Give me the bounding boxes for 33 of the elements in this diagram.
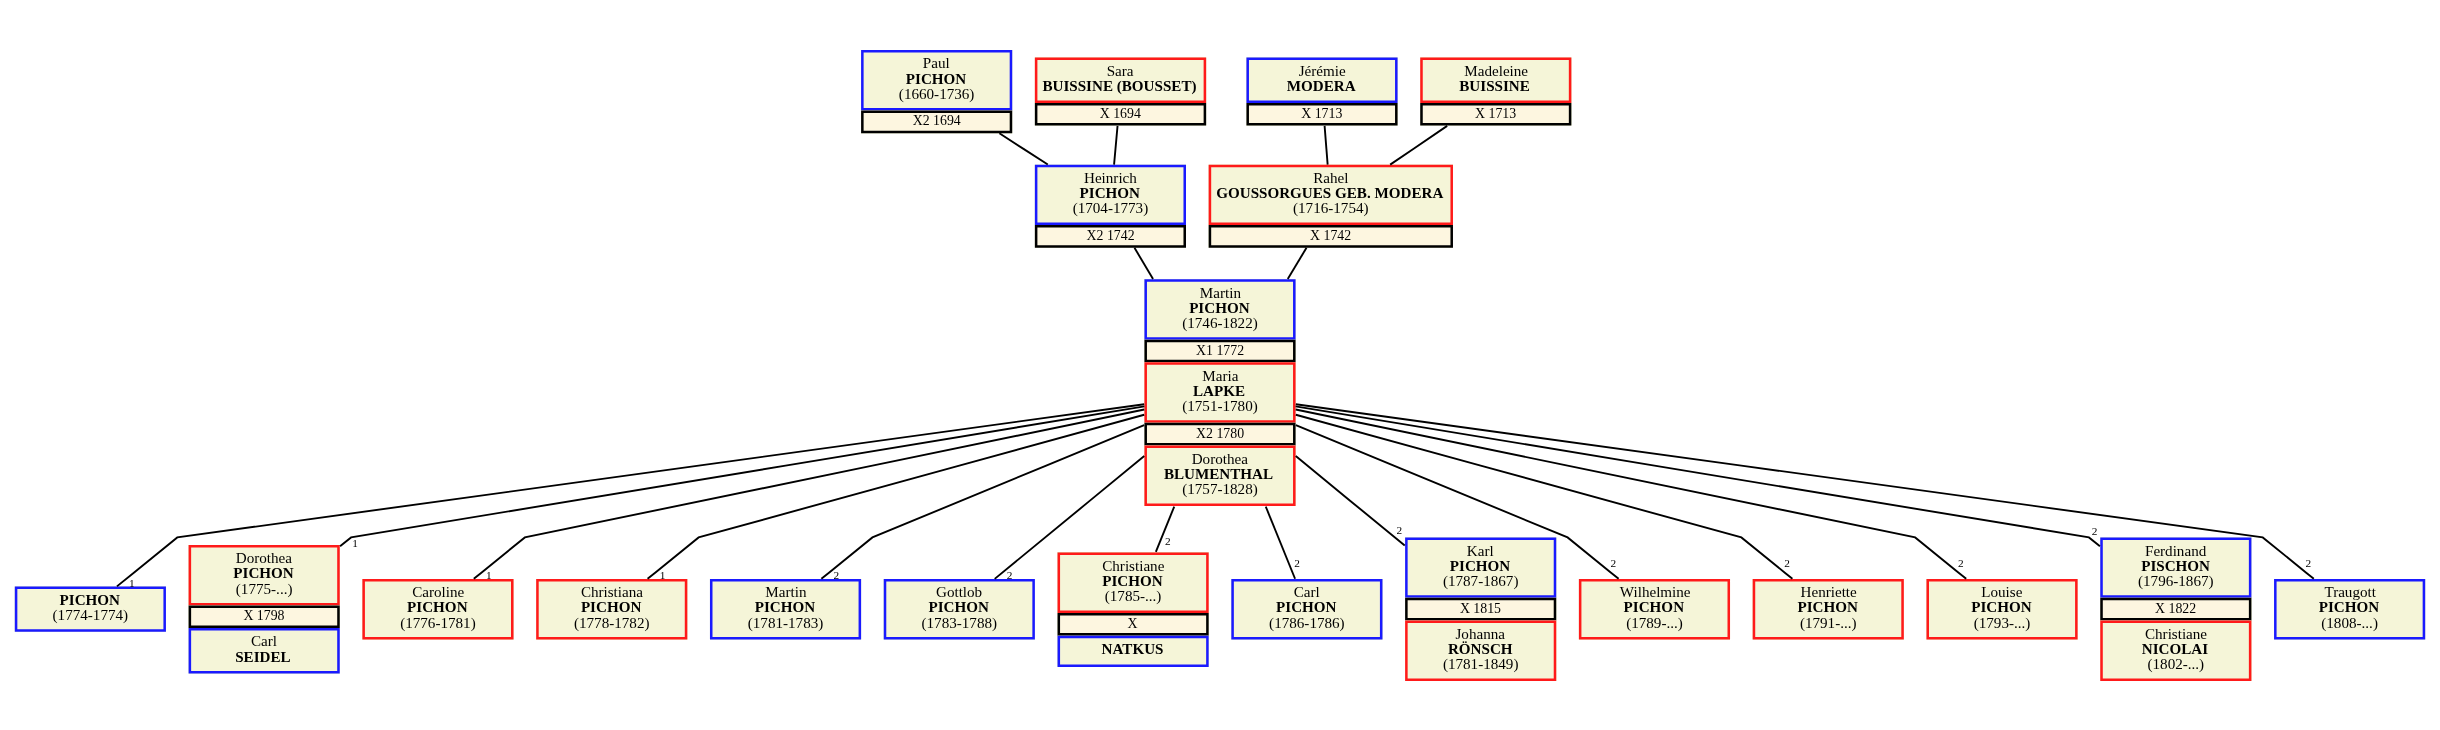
edge-label: 2 xyxy=(1396,523,1403,536)
connector xyxy=(1264,505,1296,580)
connector xyxy=(1323,124,1329,166)
connector xyxy=(1294,423,1620,580)
edge-label: 2 xyxy=(1294,556,1300,569)
edge-label: 1 xyxy=(352,536,358,549)
connector xyxy=(1286,246,1308,280)
connector xyxy=(472,408,1146,580)
connector xyxy=(1133,246,1154,280)
edge-label: 2 xyxy=(833,568,840,581)
connector xyxy=(116,402,1146,587)
edge-label: 2 xyxy=(2091,524,2098,537)
edge-label: 1 xyxy=(659,568,666,581)
connector xyxy=(339,404,1146,547)
edge-label: 2 xyxy=(1006,568,1013,581)
edge-label: 2 xyxy=(1164,534,1171,547)
connector xyxy=(646,413,1146,580)
connector xyxy=(1294,408,1968,580)
edge-label: 2 xyxy=(1784,556,1790,569)
edge-label: 1 xyxy=(129,576,135,589)
connector xyxy=(1113,124,1119,166)
edge-label: 2 xyxy=(1610,556,1617,569)
edge-label: 2 xyxy=(1957,556,1964,569)
connector xyxy=(998,131,1049,165)
connector xyxy=(1294,413,1794,580)
edge-label: 2 xyxy=(2305,556,2312,569)
connector xyxy=(1294,402,2315,580)
connector xyxy=(1154,505,1176,553)
connector xyxy=(993,454,1146,580)
connector xyxy=(820,423,1146,580)
edge-label: 1 xyxy=(485,568,492,581)
connector xyxy=(1294,454,1406,546)
connector xyxy=(1294,404,2101,547)
